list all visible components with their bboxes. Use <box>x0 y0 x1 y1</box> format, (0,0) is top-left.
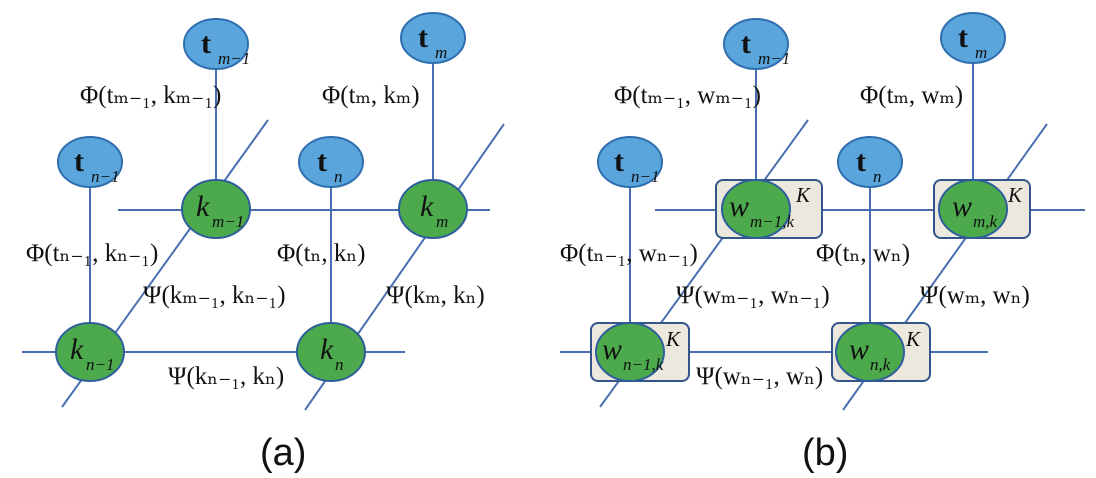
svg-text:K: K <box>665 327 681 351</box>
panel-a: t m−1 t m t n−1 t n k m−1 k m <box>22 12 505 474</box>
node-b-t-n: t n <box>837 136 903 188</box>
label-a-psi-vertical-m: Ψ(kₘ₋₁, kₙ₋₁) <box>143 282 286 309</box>
node-b-t-m-minus1: t m−1 <box>723 18 790 70</box>
svg-text:w: w <box>952 190 972 223</box>
svg-text:w: w <box>602 333 622 366</box>
node-b-t-n-minus1: t n−1 <box>597 136 663 188</box>
label-a-psi-horizontal-n: Ψ(kₙ₋₁, kₙ) <box>168 363 284 390</box>
node-b-t-m: t m <box>940 12 1006 64</box>
svg-text:k: k <box>196 190 210 223</box>
label-a-phi-n-minus1: Φ(tₙ₋₁, kₙ₋₁) <box>26 240 158 267</box>
node-a-k-m: k m <box>398 179 468 239</box>
label-b-phi-m-minus1: Φ(tₘ₋₁, wₘ₋₁) <box>614 82 761 109</box>
svg-text:K: K <box>1007 183 1023 207</box>
svg-text:m: m <box>975 43 987 62</box>
svg-text:m: m <box>435 43 447 62</box>
svg-text:t: t <box>614 145 624 178</box>
svg-text:k: k <box>70 333 84 366</box>
node-a-k-n: k n <box>296 322 366 382</box>
svg-text:k: k <box>320 333 334 366</box>
svg-text:w: w <box>849 333 869 366</box>
node-a-t-m: t m <box>400 12 466 64</box>
svg-text:n−1: n−1 <box>91 167 119 186</box>
svg-text:t: t <box>958 21 968 54</box>
label-b-phi-m: Φ(tₘ, wₘ) <box>860 82 963 109</box>
svg-text:t: t <box>856 145 866 178</box>
label-b-phi-n: Φ(tₙ, wₙ) <box>816 240 910 267</box>
node-a-t-n-minus1: t n−1 <box>57 136 123 188</box>
node-a-t-n: t n <box>298 136 364 188</box>
label-a-phi-n: Φ(tₙ, kₙ) <box>277 240 366 267</box>
svg-text:n: n <box>335 355 344 374</box>
svg-text:m−1: m−1 <box>218 49 250 68</box>
svg-text:n,k: n,k <box>870 355 891 374</box>
svg-text:t: t <box>317 145 327 178</box>
node-a-k-n-minus1: k n−1 <box>55 322 125 382</box>
svg-text:m−1: m−1 <box>758 49 790 68</box>
node-a-t-m-minus1: t m−1 <box>183 18 250 70</box>
svg-text:t: t <box>201 27 211 60</box>
caption-a: (a) <box>260 432 306 474</box>
plate-b-w-m-minus1: w m−1,k K <box>715 179 823 239</box>
svg-text:m,k: m,k <box>973 212 998 231</box>
svg-text:t: t <box>74 145 84 178</box>
svg-text:n−1: n−1 <box>631 167 659 186</box>
svg-text:m: m <box>436 212 448 231</box>
plate-b-w-m: w m,k K <box>933 179 1031 239</box>
svg-text:k: k <box>420 190 434 223</box>
plate-b-w-n-minus1: w n−1,k K <box>590 322 690 382</box>
caption-b: (b) <box>802 432 848 474</box>
svg-text:m−1,k: m−1,k <box>750 212 794 231</box>
svg-text:n−1,k: n−1,k <box>623 355 664 374</box>
svg-text:t: t <box>741 27 751 60</box>
svg-text:w: w <box>729 190 749 223</box>
label-b-phi-n-minus1: Φ(tₙ₋₁, wₙ₋₁) <box>560 240 698 267</box>
svg-text:m−1: m−1 <box>212 212 244 231</box>
panel-b: t m−1 t m t n−1 t n w m−1,k K <box>560 12 1085 474</box>
label-a-phi-m: Φ(tₘ, kₘ) <box>322 82 420 109</box>
svg-text:n−1: n−1 <box>86 355 114 374</box>
plate-b-w-n: w n,k K <box>831 322 931 382</box>
svg-text:n: n <box>334 167 343 186</box>
label-b-psi-horizontal-n: Ψ(wₙ₋₁, wₙ) <box>696 363 823 390</box>
svg-text:n: n <box>873 167 882 186</box>
label-a-psi-vertical-n: Ψ(kₘ, kₙ) <box>386 282 485 309</box>
node-a-k-m-minus1: k m−1 <box>181 179 251 239</box>
label-b-psi-vertical-n: Ψ(wₘ, wₙ) <box>920 282 1030 309</box>
label-b-psi-vertical-m: Ψ(wₘ₋₁, wₙ₋₁) <box>676 282 830 309</box>
label-a-phi-m-minus1: Φ(tₘ₋₁, kₘ₋₁) <box>80 82 221 109</box>
svg-text:K: K <box>795 183 811 207</box>
svg-text:t: t <box>418 21 428 54</box>
svg-text:K: K <box>905 327 921 351</box>
